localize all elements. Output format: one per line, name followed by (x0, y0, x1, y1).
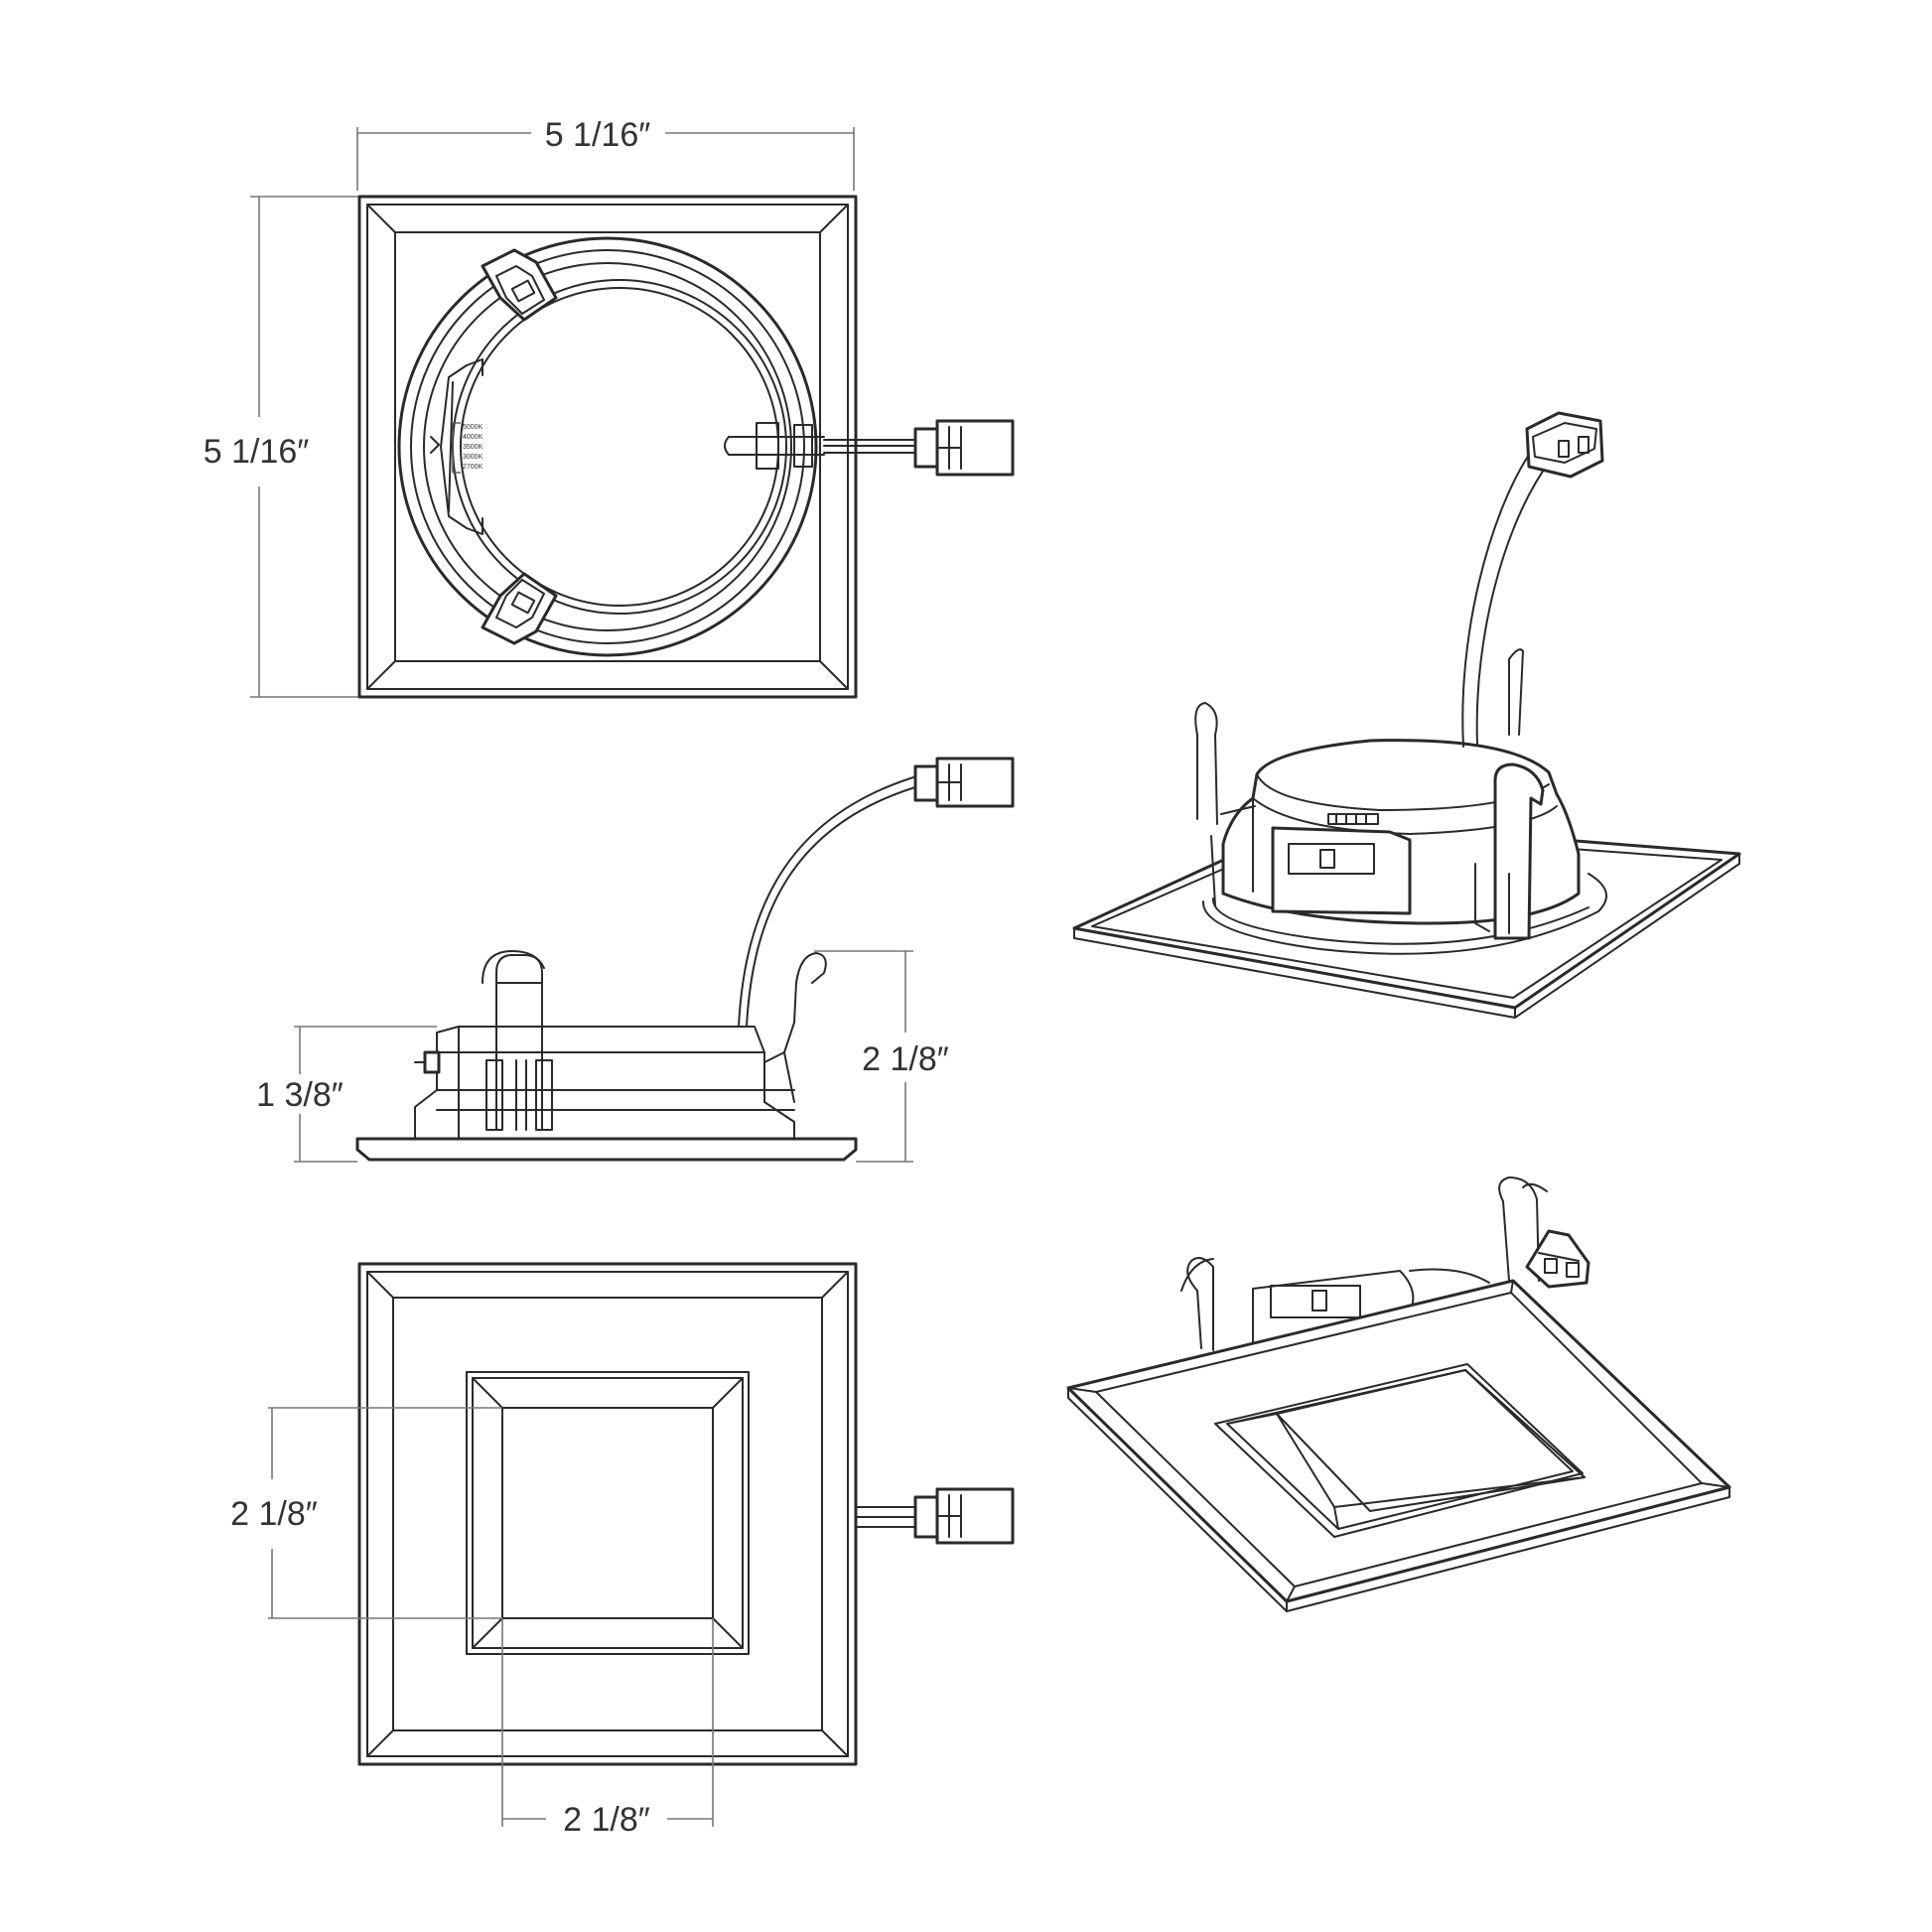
side-view: 1 3/8″ 2 1/8″ (256, 757, 1015, 1163)
dim-side-body: 1 3/8″ (256, 1026, 437, 1163)
dim-front-height-label: 2 1/8″ (230, 1495, 318, 1533)
front-trim-outer (357, 1262, 858, 1766)
dim-side-overall-label: 2 1/8″ (862, 1040, 949, 1078)
front-aperture (466, 1371, 750, 1655)
mounting-clip-top (481, 248, 558, 322)
wire-connector-top (823, 419, 1015, 477)
iso-view-bottom (1066, 1176, 1731, 1612)
cct-label-4000: 4000K (463, 434, 483, 441)
iso-bottom-clip-right (1498, 1176, 1548, 1282)
dim-top-height: 5 1/16″ (204, 196, 359, 698)
iso-top-clip-left (1194, 702, 1256, 906)
cct-switch: 5000K 4000K 3500K 3000K 2700K (430, 422, 483, 474)
side-clip-left (482, 950, 553, 1131)
iso-top-connector (1525, 411, 1604, 479)
cct-label-3500: 3500K (463, 444, 483, 451)
top-view: 5 1/16″ 5 1/16″ (204, 116, 1015, 699)
dim-side-overall: 2 1/8″ (814, 950, 949, 1163)
dim-top-width-label: 5 1/16″ (545, 116, 651, 154)
iso-bottom-trim (1066, 1279, 1731, 1603)
iso-bottom-connector (1525, 1229, 1590, 1289)
dim-top-height-label: 5 1/16″ (204, 433, 310, 471)
dim-front-width-label: 2 1/8″ (563, 1801, 650, 1839)
dim-front-width: 2 1/8″ (501, 1618, 714, 1839)
dim-side-body-label: 1 3/8″ (256, 1076, 344, 1114)
wire-connector-front (913, 1487, 1015, 1545)
iso-bottom-clip-left (1180, 1257, 1214, 1351)
dim-top-width: 5 1/16″ (356, 116, 855, 191)
iso-top-clip-back (1508, 648, 1524, 736)
side-trim-flange (355, 1137, 858, 1162)
trim-outer (357, 195, 858, 699)
mounting-clip-bottom (481, 572, 558, 645)
wire-connector-side (913, 757, 1015, 808)
cct-label-5000: 5000K (463, 424, 483, 431)
cct-label-2700: 2700K (463, 464, 483, 471)
cct-label-3000: 3000K (463, 454, 483, 461)
iso-top-clip-right (1474, 762, 1545, 940)
housing-ring (397, 236, 818, 657)
dim-front-height: 2 1/8″ (230, 1407, 502, 1619)
iso-bottom-aperture (1214, 1363, 1584, 1538)
front-view: 2 1/8″ 2 1/8″ (230, 1262, 1015, 1839)
iso-view-top (1072, 411, 1741, 1019)
side-clip-right (763, 952, 827, 1103)
